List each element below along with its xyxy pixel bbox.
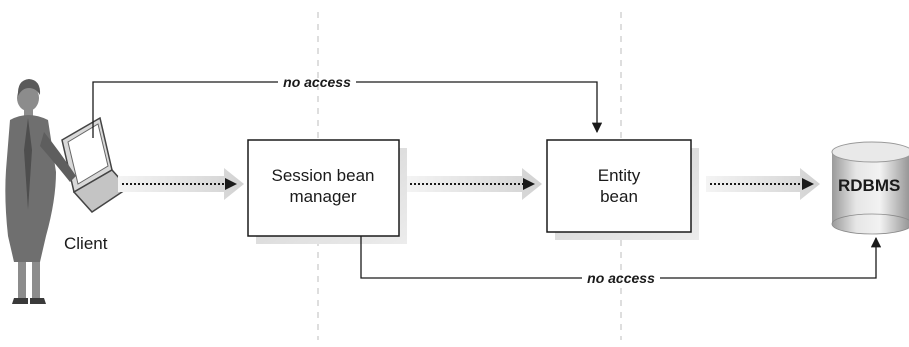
entity-bean-label-line2: bean (600, 187, 638, 206)
session-bean-manager-box (247, 139, 407, 244)
session-bean-manager-label-line2: manager (289, 187, 356, 206)
no-access-connector-top (92, 81, 603, 138)
client-label: Client (64, 234, 108, 253)
flow-arrow-session-to-entity (406, 168, 542, 200)
flow-arrow-client-to-session (118, 168, 244, 200)
entity-bean-box (546, 139, 699, 240)
client-figure-icon (5, 79, 130, 304)
no-access-connector-bottom (360, 236, 882, 279)
no-access-label-top: no access (283, 74, 351, 90)
flow-arrow-entity-to-rdbms (706, 168, 820, 200)
entity-bean-label-line1: Entity (598, 166, 641, 185)
database-cylinder-icon (831, 141, 909, 235)
no-access-label-bottom: no access (587, 270, 655, 286)
session-bean-manager-label-line1: Session bean (271, 166, 374, 185)
rdbms-label: RDBMS (838, 176, 900, 195)
